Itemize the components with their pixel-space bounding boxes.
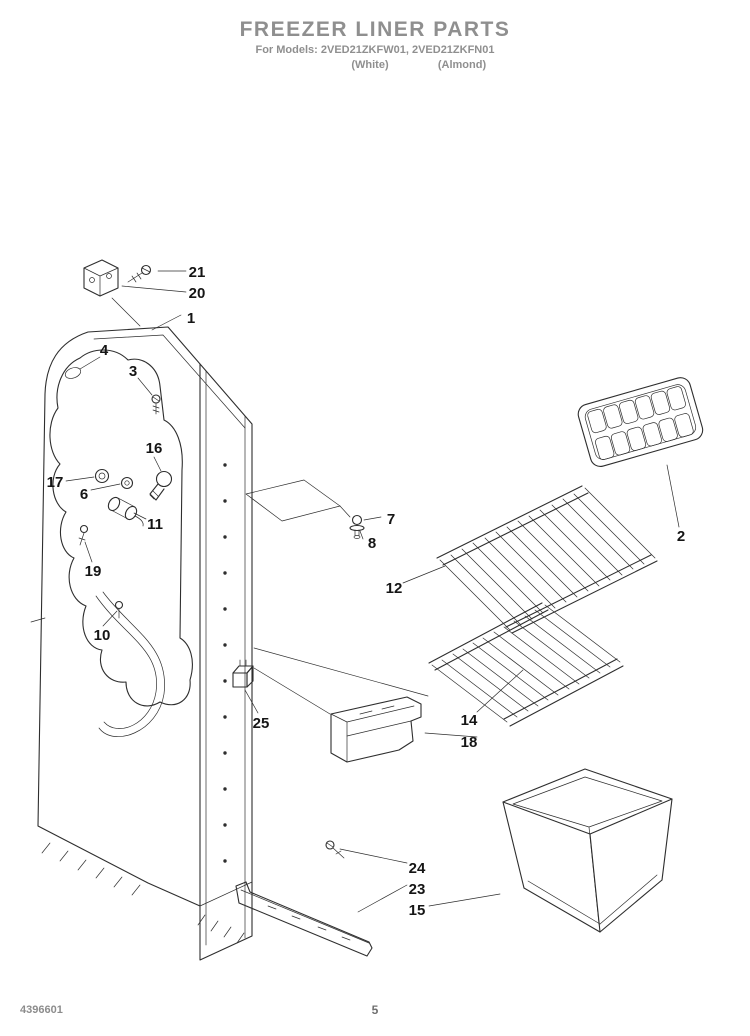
wire-shelf-part14 — [428, 602, 624, 727]
page-title: FREEZER LINER PARTS — [239, 18, 511, 41]
freezer-basket-part15 — [502, 768, 673, 933]
washer-part6 — [120, 476, 134, 490]
callout-1: 1 — [187, 310, 195, 327]
cover-plate — [245, 479, 351, 522]
callout-11: 11 — [147, 516, 163, 533]
screw-part3 — [151, 394, 161, 415]
callout-2: 2 — [677, 528, 685, 545]
ice-cube-tray-part2 — [577, 377, 704, 468]
color-label-almond: (Almond) — [437, 59, 487, 71]
callout-16: 16 — [146, 440, 163, 457]
callout-18: 18 — [461, 734, 478, 751]
freezer-liner — [30, 326, 253, 961]
callout-8: 8 — [368, 535, 376, 552]
callouts: 21 20 1 4 3 16 17 6 11 19 10 7 8 12 2 14… — [47, 264, 686, 919]
callout-25: 25 — [253, 715, 270, 732]
callout-4: 4 — [100, 342, 109, 359]
callout-6: 6 — [80, 486, 88, 503]
callout-15: 15 — [409, 902, 426, 919]
channel-bracket-part18 — [330, 696, 422, 763]
screw-part10 — [114, 600, 124, 619]
callout-23: 23 — [409, 881, 426, 898]
callout-24: 24 — [409, 860, 426, 877]
page-number: 5 — [371, 1003, 379, 1017]
mounting-bracket-part20 — [83, 259, 141, 327]
color-label-white: (White) — [351, 59, 389, 71]
grommet-part17 — [94, 468, 110, 484]
callout-12: 12 — [386, 580, 403, 597]
callout-19: 19 — [85, 563, 102, 580]
callout-21: 21 — [189, 264, 206, 281]
leader-lines — [65, 270, 680, 913]
callout-20: 20 — [189, 285, 206, 302]
wire-shelf-part12 — [436, 485, 658, 634]
light-bulb-part16 — [149, 470, 173, 501]
screw-part24 — [325, 840, 345, 859]
screw-part21 — [127, 264, 152, 283]
lamp-socket-part11 — [107, 496, 144, 527]
document-number: 4396601 — [20, 1004, 63, 1016]
callout-17: 17 — [47, 474, 64, 491]
callout-14: 14 — [461, 712, 478, 729]
screw-part19 — [78, 524, 89, 546]
models-line: For Models: 2VED21ZKFW01, 2VED21ZKFN01 — [255, 44, 495, 56]
callout-3: 3 — [129, 363, 137, 380]
support-rail-part23 — [235, 881, 373, 957]
grommet-screw-part7-8 — [349, 514, 365, 539]
switch-part25 — [232, 659, 254, 688]
callout-10: 10 — [94, 627, 111, 644]
callout-7: 7 — [387, 511, 395, 528]
